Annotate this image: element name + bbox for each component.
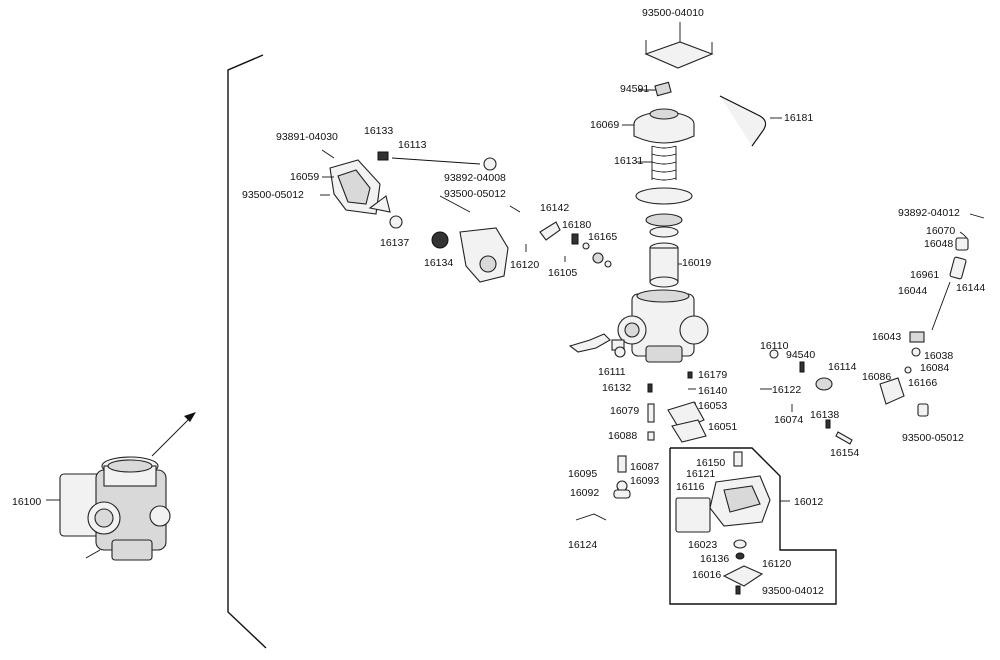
- part-number-label: 93500-05012: [242, 189, 304, 201]
- float-bowl: [675, 451, 771, 595]
- spring: [651, 145, 677, 181]
- nut-16165: [592, 252, 604, 264]
- part-number-label: 16131: [614, 155, 643, 167]
- part-number-label: 16088: [608, 430, 637, 442]
- cable-guide-16137: [389, 215, 403, 229]
- part-number-label: 93892-04012: [898, 207, 960, 219]
- carb-side-housing: [459, 227, 509, 283]
- part-number-label: 16179: [698, 369, 727, 381]
- part-number-label: 16122: [772, 384, 801, 396]
- part-number-label: 16079: [610, 405, 639, 417]
- part-number-label: 16137: [380, 237, 409, 249]
- part-number-label: 16150: [696, 457, 725, 469]
- part-number-label: 16053: [698, 400, 727, 412]
- part-number-label: 16166: [908, 377, 937, 389]
- part-number-label: 16113: [398, 139, 427, 151]
- bracket-94591: [654, 81, 672, 97]
- top-cover: [633, 108, 695, 144]
- part-number-label: 93500-05012: [902, 432, 964, 444]
- part-number-label: 16124: [568, 539, 597, 551]
- part-number-label: 16023: [688, 539, 717, 551]
- part-number-label: 16140: [698, 385, 727, 397]
- jet-16087: [617, 455, 627, 473]
- float-bowl-kit-box: [669, 447, 837, 605]
- assembly-arrowhead: [184, 412, 196, 422]
- part-number-label: 16165: [588, 231, 617, 243]
- throttle-housing: [329, 159, 381, 215]
- vacuum-slide: [649, 242, 679, 288]
- part-number-label: 16086: [862, 371, 891, 383]
- part-number-label: 94540: [786, 349, 815, 361]
- part-number-label: 16114: [828, 361, 857, 373]
- hose-16181: [719, 95, 767, 147]
- part-number-label: 16136: [700, 553, 729, 565]
- part-number-label: 16059: [290, 171, 319, 183]
- part-number-label: 16180: [562, 219, 591, 231]
- part-number-label: 93891-04030: [276, 131, 338, 143]
- carburetor-body: [611, 289, 709, 363]
- part-number-label: 16142: [540, 202, 569, 214]
- part-number-label: 16044: [898, 285, 927, 297]
- part-number-label: 16087: [630, 461, 659, 473]
- part-number-label: 16070: [926, 225, 955, 237]
- part-number-label: 16154: [830, 447, 859, 459]
- sleeve-16048: [955, 237, 969, 251]
- part-number-label: 16100: [12, 496, 41, 508]
- throttle-shaft: [391, 157, 481, 165]
- link-16142: [539, 221, 561, 241]
- valve-16961: [949, 256, 967, 280]
- return-spring: [431, 231, 449, 249]
- part-number-label: 16961: [910, 269, 939, 281]
- part-number-label: 93500-05012: [444, 188, 506, 200]
- part-number-label: 16132: [602, 382, 631, 394]
- part-number-label: 16038: [924, 350, 953, 362]
- part-number-label: 16110: [760, 340, 789, 352]
- part-number-label: 16012: [794, 496, 823, 508]
- part-number-label: 16120: [762, 558, 791, 570]
- part-number-label: 16092: [570, 487, 599, 499]
- part-number-label: 93500-04012: [762, 585, 824, 597]
- part-number-label: 16138: [810, 409, 839, 421]
- part-number-label: 16133: [364, 125, 393, 137]
- screw-16154: [835, 431, 853, 445]
- part-number-label: 16069: [590, 119, 619, 131]
- diaphragm: [635, 187, 693, 205]
- part-number-label: 16093: [630, 475, 659, 487]
- part-number-label: 93500-04010: [642, 7, 704, 19]
- needle-16043: [909, 331, 925, 343]
- part-number-label: 16120: [510, 259, 539, 271]
- part-number-label: 16095: [568, 468, 597, 480]
- part-number-label: 16105: [548, 267, 577, 279]
- part-labels: 93500-04010 94591 16069 16181 16131 16019 9389…: [12, 7, 985, 597]
- part-number-label: 16048: [924, 238, 953, 250]
- bracket-16086: [879, 377, 905, 405]
- part-number-label: 16111: [598, 366, 626, 378]
- part-number-label: 93892-04008: [444, 172, 506, 184]
- assembled-carburetor: [59, 456, 171, 561]
- clip-16180: [571, 233, 579, 245]
- part-number-label: 16019: [682, 257, 711, 269]
- part-number-label: 16134: [424, 257, 453, 269]
- part-number-label: 16181: [784, 112, 813, 124]
- assembly-arrow: [151, 415, 193, 457]
- part-number-label: 16074: [774, 414, 803, 426]
- float-16114: [815, 377, 833, 391]
- part-number-label: 16043: [872, 331, 901, 343]
- assembly-frame-line: [227, 54, 267, 649]
- part-number-label: 94591: [620, 83, 649, 95]
- float-16051: [667, 401, 707, 443]
- part-number-label: 16116: [676, 481, 705, 493]
- top-screws: [644, 30, 714, 69]
- part-number-label: 16121: [686, 468, 715, 480]
- part-number-label: 16051: [708, 421, 737, 433]
- part-number-label: 16016: [692, 569, 721, 581]
- part-number-label: 16084: [920, 362, 949, 374]
- jet-16110: [769, 349, 779, 359]
- part-number-label: 16144: [956, 282, 985, 294]
- throttle-linkage: [568, 333, 611, 353]
